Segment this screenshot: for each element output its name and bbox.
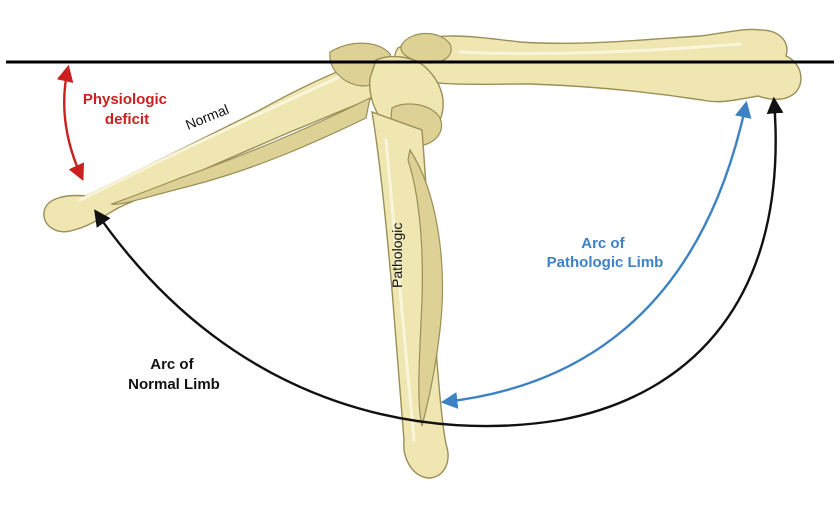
pathologic-arc-line2: Pathologic Limb — [547, 254, 664, 271]
pathologic-limb-label: Pathologic — [389, 223, 405, 288]
normal-limb-arc — [94, 96, 784, 428]
normal-limb-bones — [43, 42, 392, 233]
pathologic-limb-arc — [440, 100, 752, 409]
normal-arc-line1: Arc of — [150, 356, 194, 373]
physiologic-deficit-label: Physiologic deficit — [83, 91, 171, 128]
humerus-bone — [394, 28, 802, 103]
pathologic-arc-label: Arc of Pathologic Limb — [547, 235, 664, 271]
normal-arc-label: Arc of Normal Limb — [128, 356, 220, 393]
normal-arc-line2: Normal Limb — [128, 376, 220, 393]
physiologic-label-line2: deficit — [105, 111, 149, 128]
pathologic-arc-line1: Arc of — [581, 235, 625, 252]
physiologic-deficit-arrow — [56, 64, 84, 182]
physiologic-label-line1: Physiologic — [83, 91, 167, 108]
